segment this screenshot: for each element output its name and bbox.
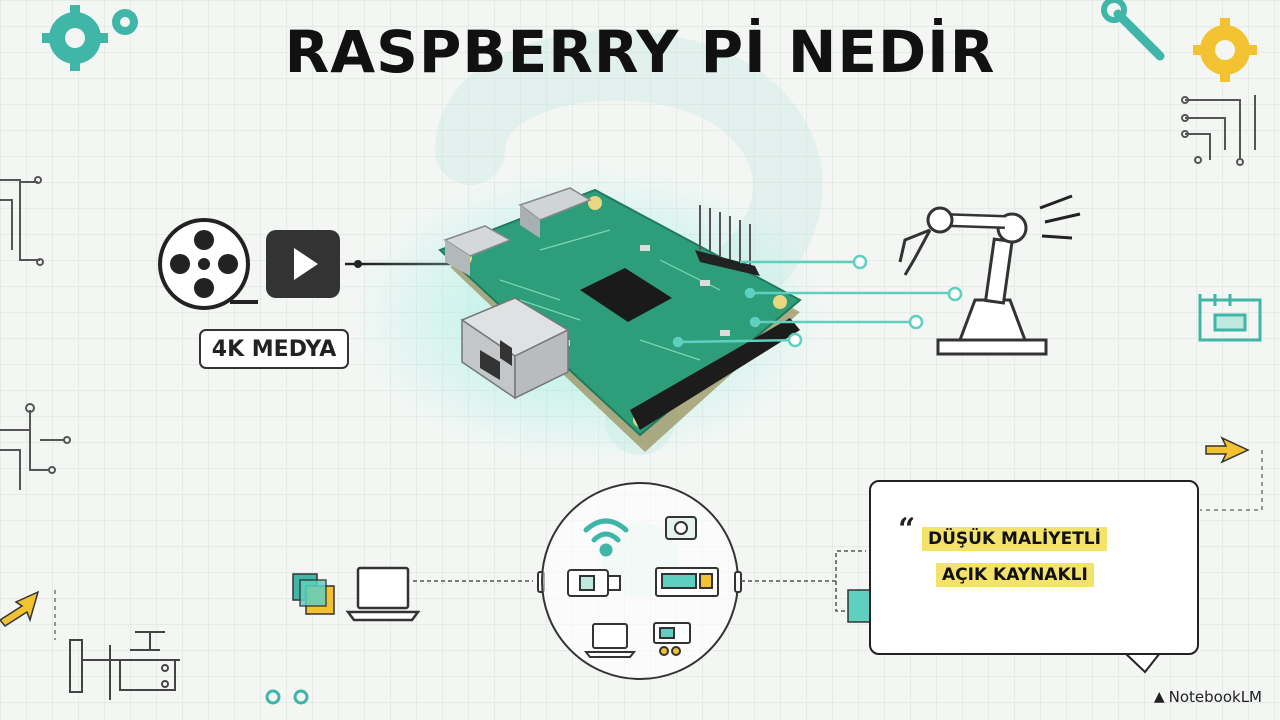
machine-sketch-icon (69, 631, 180, 700)
notebooklm-logo-icon: ▲ (1153, 689, 1165, 705)
dot-decoration (265, 689, 309, 705)
raspberry-pi-board (438, 187, 802, 452)
circuit-decoration-left-middle (0, 403, 71, 490)
display-board-icon (655, 567, 719, 597)
brand-name: NotebookLM (1168, 688, 1262, 706)
brand-watermark: ▲ NotebookLM (1154, 688, 1262, 706)
media-label: 4K MEDYA (199, 329, 349, 369)
device-icon (653, 622, 691, 656)
quote-line-low-cost: DÜŞÜK MALİYETLİ (922, 527, 1107, 551)
quote-line-open-source: AÇIK KAYNAKLI (936, 563, 1094, 587)
laptop-icon (583, 623, 637, 658)
workflow-connector (741, 550, 866, 582)
chip-icon (1198, 294, 1262, 342)
gear-icon (112, 9, 138, 35)
wifi-icon (583, 518, 629, 557)
camera-icon (665, 516, 697, 540)
arrow-icon (1200, 436, 1263, 511)
chip-icon (847, 589, 871, 623)
gear-icon (1193, 18, 1257, 82)
projector-icon (567, 569, 621, 597)
board-to-robot-connectors (672, 254, 963, 348)
page-title: RASPBERRY Pİ NEDİR (284, 18, 996, 86)
gear-icon (42, 5, 108, 71)
circuit-decoration-right-top (1181, 95, 1256, 166)
file-icon (292, 573, 335, 615)
quote-mark: “ (898, 512, 916, 547)
laptop-icon (345, 566, 421, 622)
quote-card-tail (1124, 652, 1161, 674)
play-icon (266, 230, 340, 298)
circuit-decoration-left-top (0, 176, 44, 266)
robot-arm-icon (898, 194, 1081, 356)
film-reel-icon (158, 218, 258, 310)
arrow-icon (0, 590, 56, 640)
wrench-icon (1101, 0, 1165, 61)
